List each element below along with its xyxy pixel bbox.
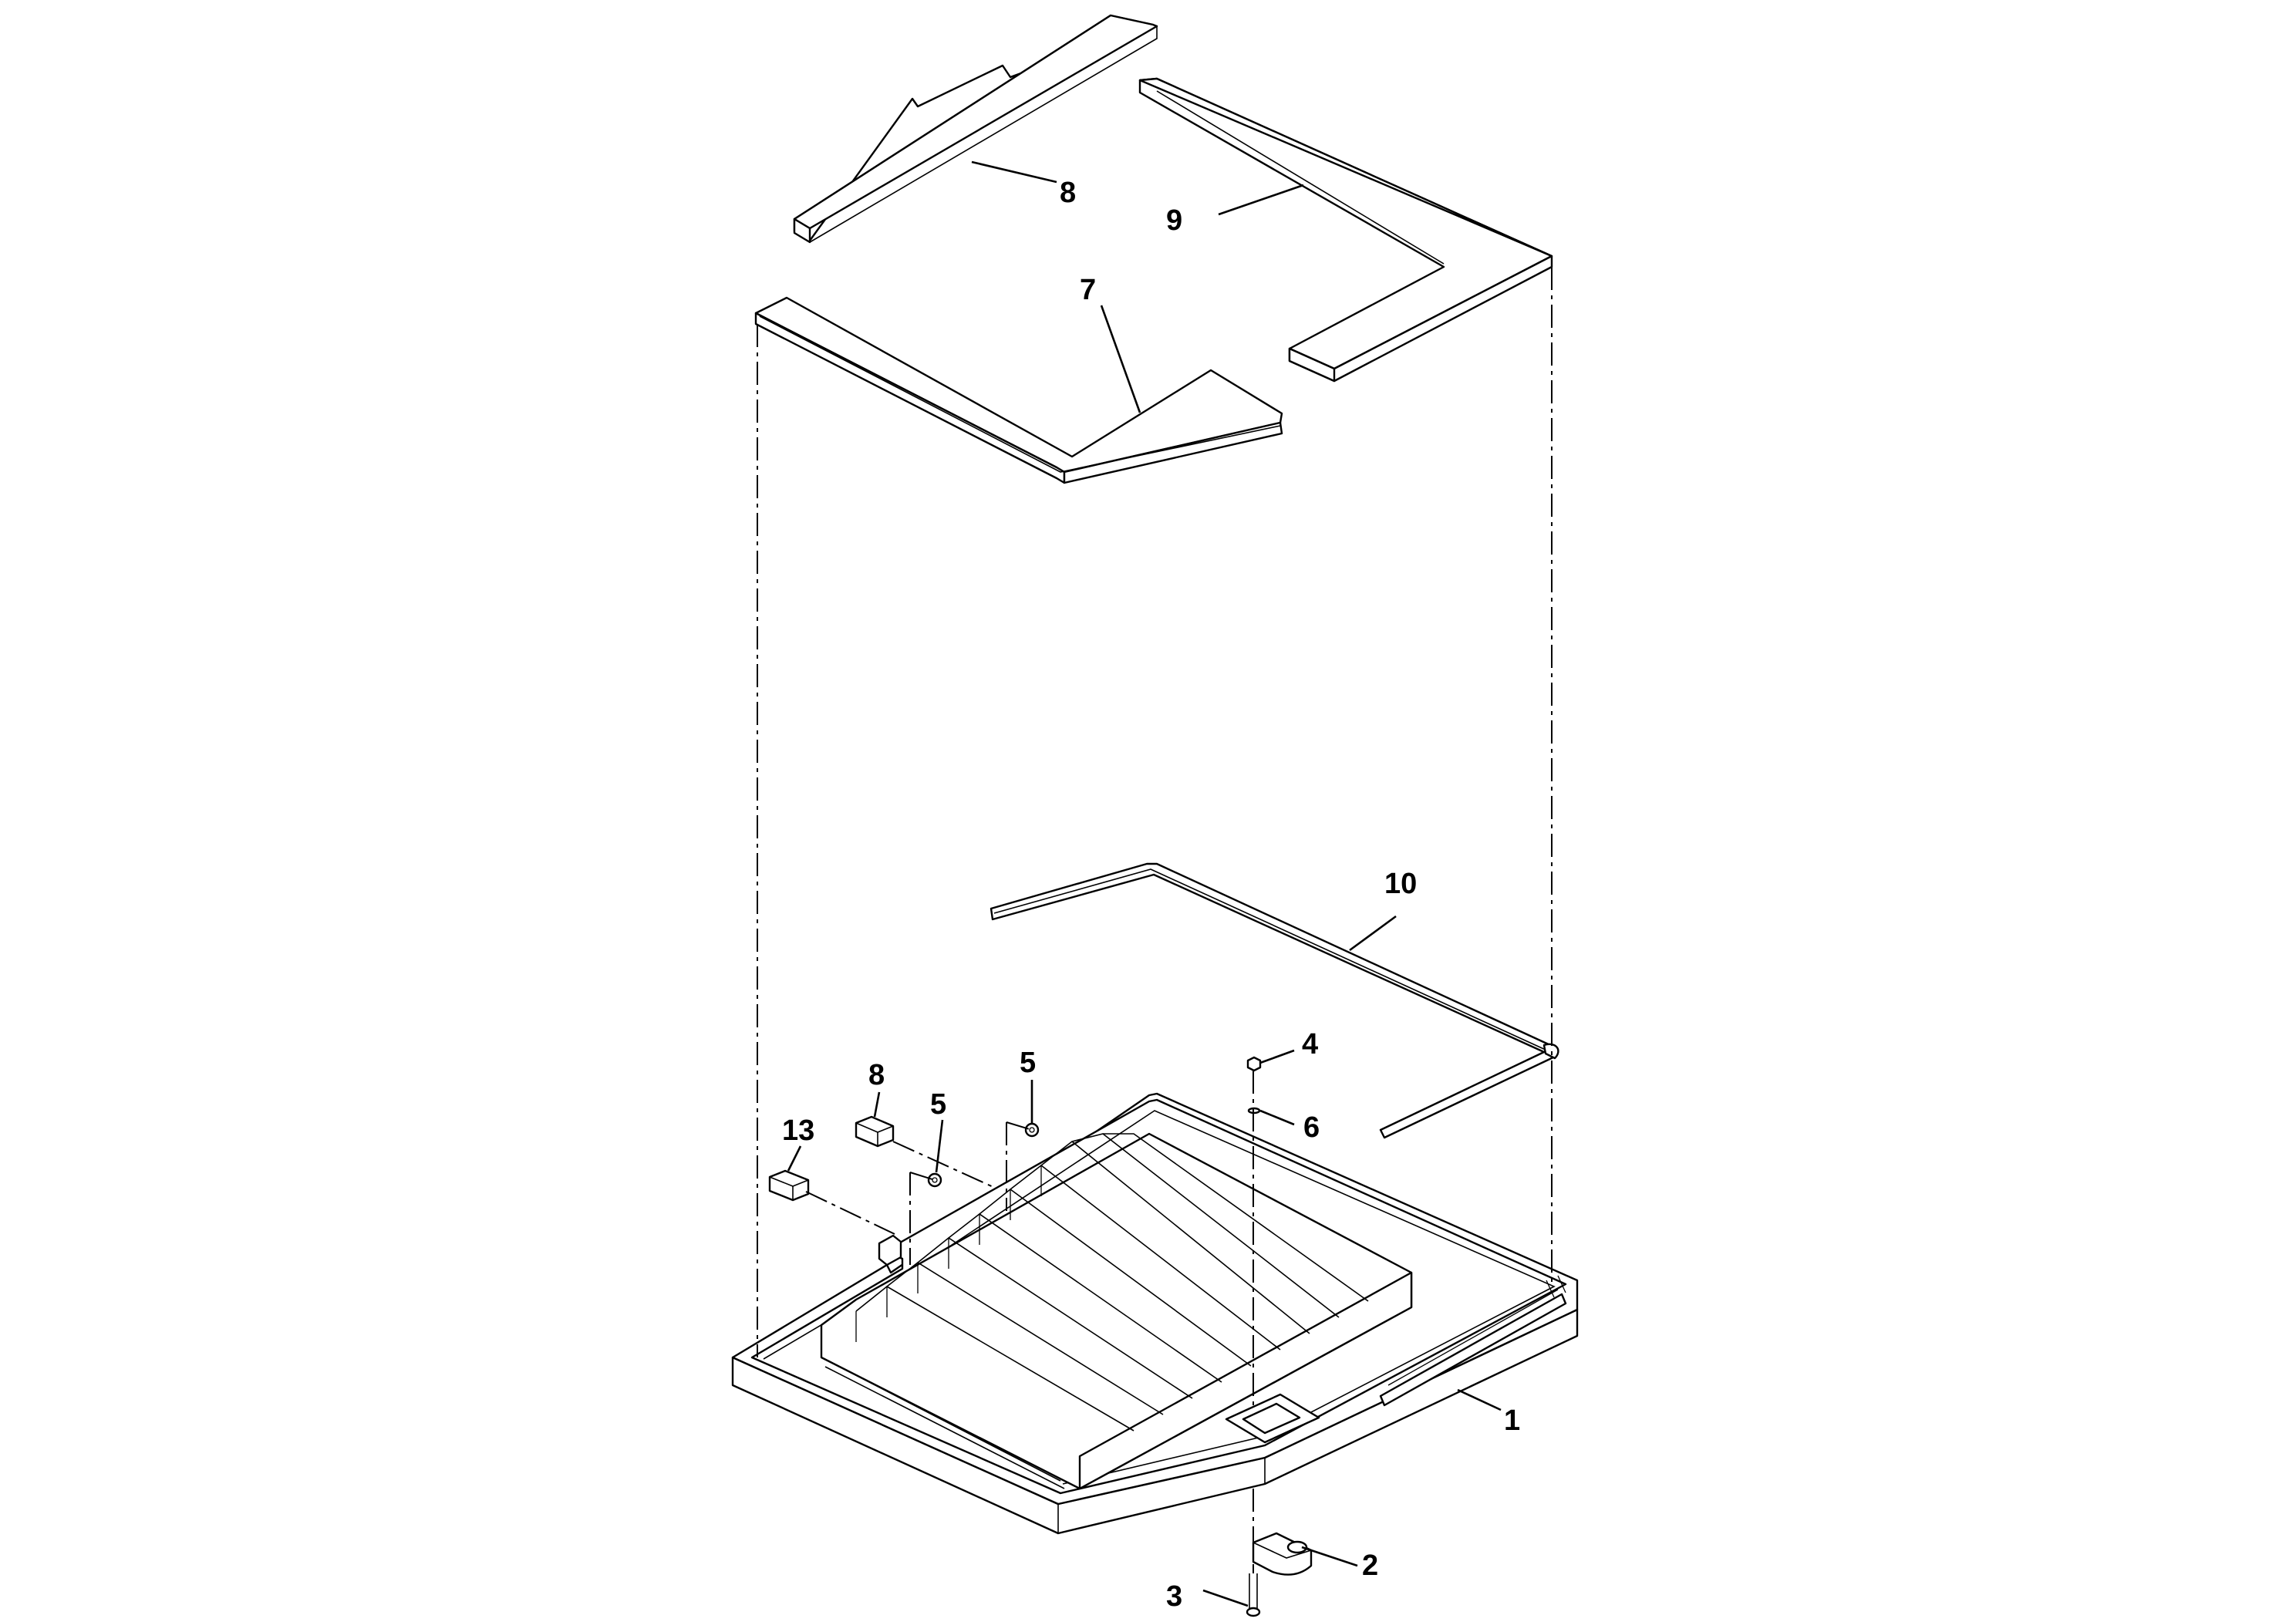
callout-10: 9 — [1166, 204, 1182, 237]
part-10-foam-frame — [1138, 77, 1553, 383]
part-8-foam-chevron — [754, 296, 1283, 484]
callout-6: 8 — [868, 1059, 885, 1091]
callout-1: 1 — [1504, 1404, 1520, 1437]
part-6-block — [855, 1115, 895, 1148]
part-1-base-tray — [731, 1092, 1579, 1535]
leader-lines — [787, 160, 1502, 1607]
callout-5-left: 5 — [930, 1088, 946, 1121]
part-9-foam-strip — [793, 14, 1158, 244]
part-3-bolt — [1246, 1573, 1261, 1617]
louver-blades — [855, 1133, 1369, 1431]
callout-8: 7 — [1080, 274, 1096, 306]
part-5-screw-right — [1024, 1122, 1040, 1138]
assembly-phantom-lines — [757, 267, 1553, 1573]
part-5-screw-left — [927, 1172, 942, 1188]
callout-13: 13 — [782, 1114, 814, 1147]
callout-labels: 8 9 7 10 4 6 1 2 3 8 13 5 5 — [782, 177, 1520, 1613]
part-2-bracket — [1252, 1532, 1313, 1576]
callout-12: 10 — [1384, 868, 1417, 900]
part-13-block — [768, 1169, 810, 1202]
callout-5-right: 5 — [1020, 1047, 1036, 1079]
callout-2: 2 — [1362, 1549, 1378, 1582]
callout-3: 3 — [1166, 1580, 1182, 1613]
callout-9: 8 — [1060, 177, 1076, 209]
callout-4: 4 — [1302, 1028, 1318, 1061]
part-12-bent-rod — [990, 862, 1559, 1139]
part-4-nut — [1246, 1056, 1262, 1072]
callout-7: 6 — [1303, 1111, 1320, 1144]
